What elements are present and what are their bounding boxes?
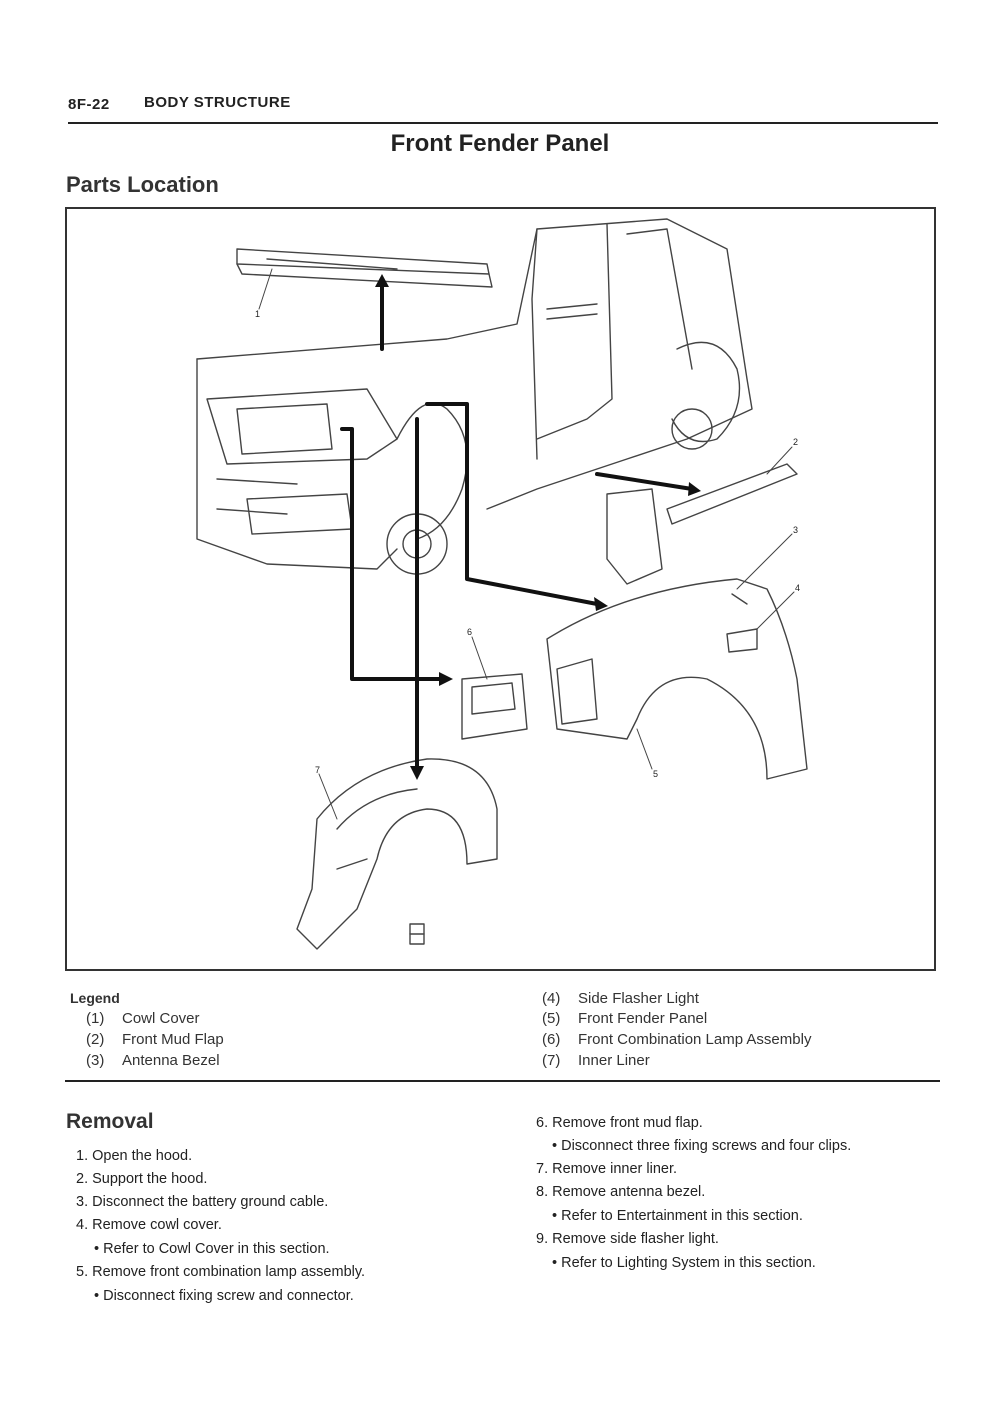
fastener-symbol xyxy=(409,923,425,945)
parts-location-diagram: 1 2 3 4 5 6 7 xyxy=(65,207,936,971)
parts-location-heading: Parts Location xyxy=(66,172,219,197)
removal-step: 6. Remove front mud flap. xyxy=(536,1115,703,1131)
legend-label: Inner Liner xyxy=(578,1052,650,1069)
callout-2: 2 xyxy=(793,437,799,447)
vehicle-body-drawing xyxy=(196,218,753,575)
legend-item: (4) Side Flasher Light xyxy=(542,990,699,1007)
callout-7: 7 xyxy=(315,765,321,775)
removal-step: 3. Disconnect the battery ground cable. xyxy=(76,1194,329,1210)
arrow-heads xyxy=(375,274,701,780)
removal-step: 5. Remove front combination lamp assembl… xyxy=(76,1264,366,1280)
removal-substep: • Refer to Cowl Cover in this section. xyxy=(94,1241,330,1257)
legend-number: (1) xyxy=(86,1010,105,1027)
removal-step: 4. Remove cowl cover. xyxy=(76,1217,222,1233)
cowl-cover-part xyxy=(236,248,493,288)
legend-number: (7) xyxy=(542,1052,561,1069)
removal-substep: • Disconnect three fixing screws and fou… xyxy=(552,1138,852,1154)
legend-item: (1) Cowl Cover xyxy=(86,1010,200,1027)
legend-item: (6) Front Combination Lamp Assembly xyxy=(542,1031,811,1048)
callout-leaders xyxy=(258,268,795,820)
legend-item: (2) Front Mud Flap xyxy=(86,1031,224,1048)
legend-item: (7) Inner Liner xyxy=(542,1052,650,1069)
removal-substep: • Disconnect fixing screw and connector. xyxy=(94,1288,354,1304)
section-title: BODY STRUCTURE xyxy=(144,94,291,111)
callout-4: 4 xyxy=(795,583,801,593)
legend-label: Side Flasher Light xyxy=(578,990,699,1007)
legend-title: Legend xyxy=(70,990,120,1006)
inner-liner-part xyxy=(296,758,498,950)
page-header: 8F-22 BODY STRUCTURE xyxy=(68,94,938,124)
removal-step: 1. Open the hood. xyxy=(76,1148,193,1164)
legend-number: (5) xyxy=(542,1010,561,1027)
removal-substep: • Refer to Entertainment in this section… xyxy=(552,1208,803,1224)
legend-item: (5) Front Fender Panel xyxy=(542,1010,707,1027)
assembly-arrows xyxy=(340,282,694,771)
callout-6: 6 xyxy=(467,627,473,637)
removal-step: 2. Support the hood. xyxy=(76,1171,208,1187)
callout-5: 5 xyxy=(653,769,659,779)
removal-substep: • Refer to Lighting System in this secti… xyxy=(552,1255,816,1271)
callout-3: 3 xyxy=(793,525,799,535)
fender-panel-part xyxy=(546,578,808,780)
legend-item: (3) Antenna Bezel xyxy=(86,1052,220,1069)
removal-step: 9. Remove side flasher light. xyxy=(536,1231,719,1247)
exploded-view-illustration xyxy=(196,218,808,950)
removal-heading: Removal xyxy=(66,1110,154,1133)
legend-label: Front Combination Lamp Assembly xyxy=(578,1031,812,1048)
page-code: 8F-22 xyxy=(68,96,110,113)
page-title: Front Fender Panel xyxy=(390,130,610,157)
callout-1: 1 xyxy=(255,309,261,319)
combination-lamp-part xyxy=(461,673,528,740)
section-divider xyxy=(65,1080,940,1082)
removal-step: 7. Remove inner liner. xyxy=(536,1161,678,1177)
legend-label: Front Mud Flap xyxy=(122,1031,224,1048)
legend-label: Cowl Cover xyxy=(122,1010,200,1027)
legend-number: (6) xyxy=(542,1031,561,1048)
legend-label: Front Fender Panel xyxy=(578,1010,708,1027)
legend-number: (3) xyxy=(86,1052,105,1069)
legend-number: (4) xyxy=(542,990,561,1007)
removal-step: 8. Remove antenna bezel. xyxy=(536,1184,706,1200)
mud-flap-part xyxy=(606,463,798,585)
legend-label: Antenna Bezel xyxy=(122,1052,220,1069)
legend-number: (2) xyxy=(86,1031,105,1048)
